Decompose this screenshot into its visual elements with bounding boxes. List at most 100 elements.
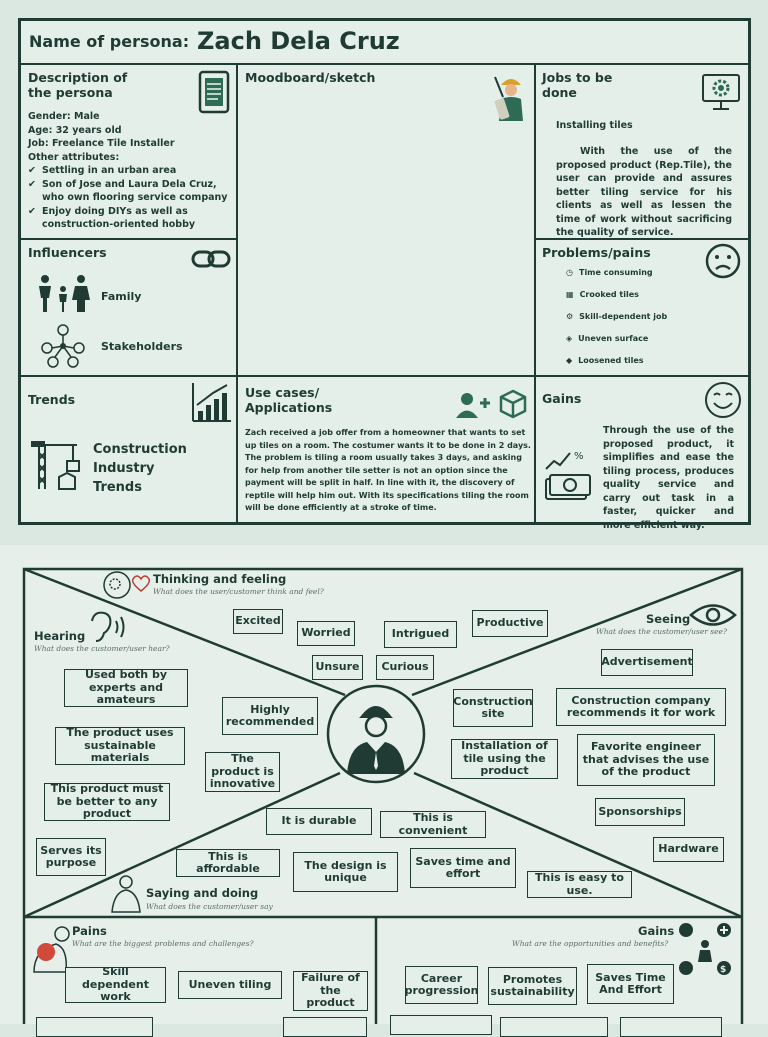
seeing-tag: Sponsorships [595, 798, 685, 826]
other-attributes-label: Other attributes: [28, 151, 120, 163]
document-icon [198, 70, 230, 114]
moodboard-section: Moodboard/sketch [238, 65, 536, 377]
problem-item: ⚙Skill-dependent job [566, 310, 667, 332]
gains-tag: Career progression [405, 966, 478, 1004]
saying-tag: This is convenient [380, 811, 486, 838]
opportunities-icon: $ [679, 923, 731, 975]
ear-icon [91, 611, 125, 642]
network-icon [41, 324, 85, 368]
persona-header: Name of persona: Zach Dela Cruz [21, 21, 748, 65]
gains-title: Gains [542, 391, 582, 406]
thinking-tag: Worried [297, 621, 355, 646]
influencer-family: Family [101, 290, 142, 303]
eye-icon [689, 604, 737, 626]
gender-line: Gender: Male [28, 111, 100, 122]
empathy-map: Thinking and feeling What does the user/… [0, 545, 768, 1037]
thinking-title: Thinking and feeling [153, 572, 287, 586]
crane-icon [31, 441, 80, 490]
svg-text:$: $ [720, 965, 726, 975]
hearing-tag: This product must be better to any produ… [44, 783, 170, 821]
pains-tag: Uneven tiling [178, 971, 282, 999]
gains-tag-partial [620, 1017, 722, 1037]
saying-tag: This is easy to use. [527, 871, 632, 898]
persona-canvas: Name of persona: Zach Dela Cruz Descript… [18, 18, 751, 531]
age-line: Age: 32 years old [28, 124, 122, 136]
jobs-text: With the use of the proposed product (Re… [556, 146, 732, 238]
seeing-sub: What does the customer/user see? [596, 627, 727, 636]
attribute-item: ✔Son of Jose and Laura Dela Cruz, who ow… [28, 178, 228, 204]
moodboard-title: Moodboard/sketch [245, 70, 376, 85]
sad-face-icon [705, 243, 741, 279]
seeing-tag: Advertisement [601, 649, 693, 676]
gains-text: Through the use of the proposed product,… [603, 425, 734, 531]
trends-text: Construction Industry Trends [93, 442, 187, 495]
thinking-tag: Intrigued [384, 621, 457, 648]
thinking-sub: What does the user/customer think and fe… [153, 587, 324, 596]
head-icon [103, 571, 151, 599]
problems-list: ◷Time consuming ▦Crooked tiles ⚙Skill-de… [566, 266, 667, 376]
use-cases-title: Use cases/ Applications [245, 385, 333, 415]
attribute-list: ✔Settling in an urban area ✔Son of Jose … [28, 164, 233, 232]
gains-tag: Promotes sustainability [488, 967, 577, 1005]
link-icon [191, 250, 231, 268]
seeing-tag: Hardware [653, 837, 724, 862]
description-section: Description of the persona Gender: Male … [21, 65, 238, 240]
use-cases-section: Use cases/ Applications Zach received a … [238, 377, 536, 522]
tiles-icon: ▦ [566, 290, 574, 299]
problem-item: ◆Loosened tiles [566, 354, 667, 376]
saying-tag: Serves its purpose [36, 838, 106, 876]
hearing-sub: What does the customer/user hear? [34, 644, 170, 653]
saying-tag: Saves time and effort [410, 848, 516, 888]
job-line: Job: Freelance Tile Installer [28, 138, 175, 149]
influencers-section: Influencers Family Stakeholders [21, 240, 238, 377]
description-title: Description of the persona [28, 70, 128, 100]
pains-tag: Skill dependent work [65, 966, 166, 1003]
saying-sub: What does the customer/user say [146, 902, 273, 911]
person-icon [111, 875, 141, 913]
gains-map-title: Gains [638, 924, 675, 938]
problem-item: ◷Time consuming [566, 266, 667, 288]
pains-sub: What are the biggest problems and challe… [72, 939, 254, 948]
pain-icon [33, 926, 70, 973]
seeing-tag: Installation of tile using the product [451, 739, 558, 779]
seeing-tag: Favorite engineer that advises the use o… [577, 734, 715, 786]
saying-tag: The design is unique [293, 852, 398, 892]
loose-tile-icon: ◆ [566, 356, 573, 365]
hearing-tag: The product is innovative [205, 752, 280, 792]
attribute-item: ✔Settling in an urban area [28, 165, 177, 176]
persona-name: Zach Dela Cruz [197, 27, 400, 55]
box-icon [499, 389, 527, 419]
hearing-tag: Used both by experts and amateurs [64, 669, 188, 707]
saying-tag: It is durable [266, 808, 372, 835]
jobs-item: Installing tiles [556, 120, 633, 131]
thinking-tag: Unsure [312, 655, 363, 680]
gear-icon [702, 74, 740, 110]
problem-item: ◈Uneven surface [566, 332, 667, 354]
add-user-icon [456, 393, 490, 418]
saying-tag: This is affordable [176, 849, 280, 877]
smile-icon [705, 382, 741, 418]
jobs-section: Jobs to be done Installing tiles With th… [536, 65, 748, 240]
gains-tag-partial [390, 1015, 492, 1035]
jobs-title: Jobs to be done [542, 70, 613, 100]
seeing-tag: Construction company recommends it for w… [556, 688, 726, 726]
thinking-tag: Curious [376, 655, 434, 680]
surface-icon: ◈ [566, 334, 573, 343]
growth-chart-icon [192, 383, 231, 422]
hearing-tag: The product uses sustainable materials [55, 727, 185, 765]
worker-icon [494, 76, 523, 121]
seeing-tag: Construction site [453, 689, 533, 727]
pains-tag: Failure of the product [293, 971, 368, 1011]
check-icon: ✔ [28, 178, 36, 190]
pains-tag-partial [36, 1017, 153, 1037]
problem-item: ▦Crooked tiles [566, 288, 667, 310]
problems-title: Problems/pains [542, 245, 651, 260]
thinking-tag: Productive [472, 610, 548, 637]
gains-section: Gains % Through the use of the proposed … [536, 377, 748, 531]
svg-text:%: % [574, 451, 584, 462]
tool-icon: ⚙ [566, 312, 574, 321]
pains-title: Pains [72, 924, 107, 938]
gains-map-sub: What are the opportunities and benefits? [512, 939, 669, 948]
seeing-title: Seeing [646, 612, 691, 626]
thinking-tag: Excited [233, 609, 283, 634]
